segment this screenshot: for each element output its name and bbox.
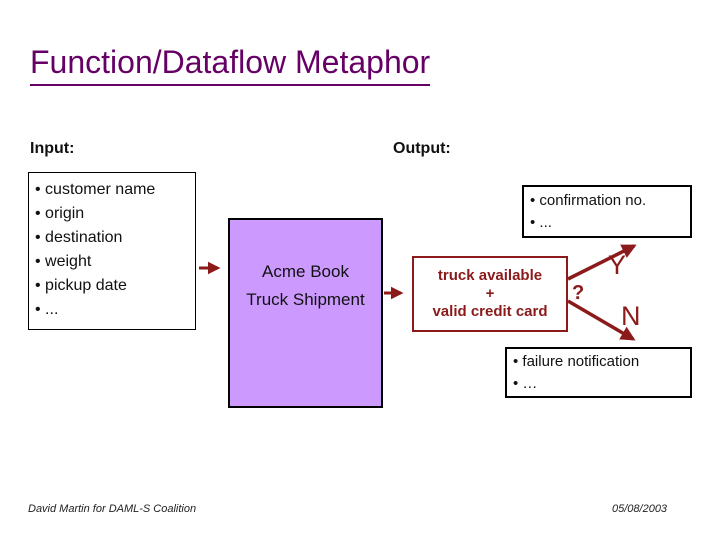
slide-title: Function/Dataflow Metaphor — [30, 44, 431, 86]
condition-line1: truck available — [437, 267, 543, 284]
process-box: Acme Book Truck Shipment — [228, 218, 383, 408]
failure-item: … — [513, 373, 684, 395]
footer-credit: David Martin for DAML-S Coalition — [28, 503, 197, 515]
condition-line2: + — [485, 285, 495, 302]
input-box: customer name origin destination weight … — [28, 172, 196, 330]
footer-date: 05/08/2003 — [612, 503, 668, 515]
condition-line3: valid credit card — [432, 303, 548, 320]
input-section-label: Input: — [30, 140, 75, 157]
failure-item: failure notification — [513, 351, 684, 373]
condition-box: truck available + valid credit card — [412, 256, 568, 332]
output-section-label: Output: — [393, 140, 451, 157]
question-mark-label: ? — [572, 282, 585, 304]
input-item: ... — [35, 298, 189, 322]
input-item: pickup date — [35, 274, 189, 298]
confirmation-list: confirmation no. ... — [530, 190, 684, 234]
confirmation-output-box: confirmation no. ... — [522, 185, 692, 238]
no-branch-label: N — [621, 301, 641, 331]
input-item: origin — [35, 202, 189, 226]
confirmation-item: confirmation no. — [530, 190, 684, 212]
confirmation-item: ... — [530, 212, 684, 234]
failure-list: failure notification … — [513, 351, 684, 395]
failure-output-box: failure notification … — [505, 347, 692, 398]
process-box-line2: Truck Shipment — [246, 290, 365, 309]
input-item: customer name — [35, 178, 189, 202]
input-list: customer name origin destination weight … — [35, 178, 189, 322]
process-box-line1: Acme Book — [262, 262, 349, 281]
input-item: weight — [35, 250, 189, 274]
input-item: destination — [35, 226, 189, 250]
yes-branch-label: Y — [608, 250, 627, 280]
